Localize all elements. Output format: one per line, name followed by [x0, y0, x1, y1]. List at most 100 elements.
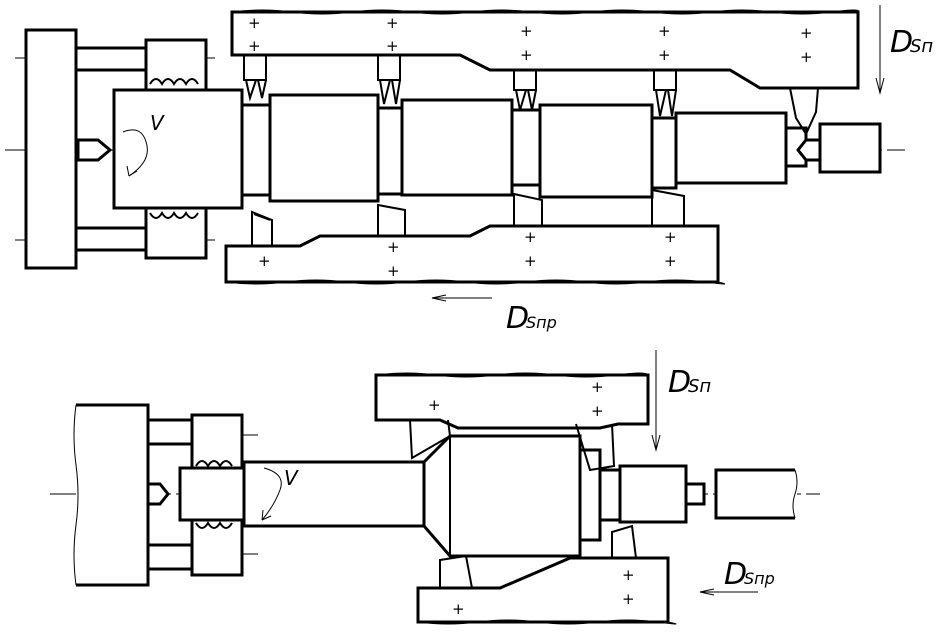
- cutter-mount: [377, 54, 401, 81]
- plus-mark: +: [800, 24, 813, 42]
- cutter-tip: [575, 423, 616, 472]
- top-long-feed: D Sпр: [431, 294, 557, 336]
- plus-mark: +: [248, 14, 261, 32]
- plus-mark: +: [520, 46, 533, 64]
- bottom-lower-rod: [146, 543, 194, 571]
- cutter-tip: [513, 192, 543, 227]
- top-tail-neck: [784, 126, 808, 168]
- plus-mark: +: [658, 46, 671, 64]
- bottom-tail-center: [684, 482, 706, 506]
- plus-mark: +: [387, 238, 400, 256]
- plus-mark: +: [622, 566, 635, 584]
- top-step-3: [538, 103, 654, 199]
- plus-mark: +: [524, 228, 537, 246]
- top-neck-2: [376, 106, 404, 196]
- long-feed-arrowhead: [699, 588, 715, 596]
- long-feed-label: D: [724, 557, 747, 592]
- bottom-end-step: [618, 464, 688, 524]
- top-workpiece-head: [112, 88, 244, 210]
- bottom-lower-spring: [195, 521, 233, 529]
- cutter-tip: [379, 79, 401, 105]
- cutter-mount: [243, 54, 267, 81]
- bottom-rotation-arrow: [261, 467, 282, 521]
- bottom-collet: [178, 466, 246, 522]
- bottom-view: V + + + + + +: [50, 350, 820, 625]
- bottom-upper-break-line: [375, 372, 649, 378]
- bottom-upper-tool-holder: [374, 373, 650, 430]
- top-step-1: [268, 93, 380, 203]
- bottom-tailstock-break: [792, 469, 798, 519]
- top-neck-3: [510, 108, 542, 187]
- bottom-cross-feed: D Sп: [651, 350, 711, 452]
- plus-mark: +: [452, 600, 465, 618]
- bottom-shaft: [242, 460, 426, 528]
- bottom-body-neck: [578, 448, 602, 542]
- plus-mark: +: [664, 252, 677, 270]
- cutter-tip: [655, 89, 677, 117]
- cutter-tip: [251, 210, 273, 247]
- top-neck-1: [240, 103, 272, 197]
- bottom-speed-label: V: [284, 466, 299, 490]
- long-feed-label: D: [506, 301, 529, 336]
- plus-mark: +: [428, 396, 441, 414]
- cutter-tip: [377, 203, 406, 237]
- top-cross-feed: D Sп: [875, 5, 933, 95]
- cutter-mount: [653, 69, 677, 91]
- top-tailstock: [818, 122, 882, 174]
- top-lower-tool-holder: [224, 224, 720, 284]
- cutter-tip: [789, 87, 819, 137]
- plus-mark: +: [591, 402, 604, 420]
- bottom-upper-cutters: [409, 419, 616, 472]
- bottom-headstock: [76, 403, 150, 587]
- top-upper-plus-marks: + + + + + + + + + +: [248, 14, 813, 66]
- cross-feed-label: D: [890, 25, 913, 60]
- bottom-lower-plus-marks: + + +: [452, 566, 635, 618]
- top-upper-tool-holder: [230, 10, 860, 90]
- plus-mark: +: [800, 48, 813, 66]
- bottom-live-center: [146, 482, 170, 506]
- plus-mark: +: [248, 37, 261, 55]
- bottom-long-feed: D Sпр: [699, 557, 775, 596]
- top-step-2: [400, 98, 514, 197]
- plus-mark: +: [258, 252, 271, 270]
- bottom-lower-cutters: [439, 524, 637, 589]
- top-live-center: [76, 138, 113, 162]
- cross-feed-arrowhead: [875, 77, 885, 95]
- cutter-tip: [245, 79, 267, 102]
- top-upper-cutters: [243, 54, 819, 137]
- top-speed-label: V: [150, 111, 165, 135]
- bottom-rotation-arrowhead: [261, 509, 272, 521]
- top-lower-rod: [74, 226, 148, 252]
- cross-feed-subscript: Sп: [910, 36, 933, 57]
- top-lower-break-line: [225, 279, 726, 285]
- top-lower-plus-marks: + + + + + + +: [258, 228, 677, 280]
- cutter-tip: [611, 524, 637, 559]
- plus-mark: +: [591, 378, 604, 396]
- plus-mark: +: [386, 37, 399, 55]
- bottom-main-body: [422, 434, 582, 558]
- plus-mark: +: [387, 262, 400, 280]
- long-feed-arrowhead: [431, 294, 447, 302]
- top-neck-4: [650, 116, 678, 190]
- top-lower-cutters: [251, 188, 685, 247]
- top-view: V + + + + + +: [5, 5, 933, 336]
- cross-feed-subscript: Sп: [688, 376, 711, 397]
- cross-feed-arrowhead: [651, 434, 661, 452]
- plus-mark: +: [622, 590, 635, 608]
- top-upper-spring: [149, 78, 199, 86]
- long-feed-subscript: Sпр: [744, 569, 775, 588]
- plus-mark: +: [386, 14, 399, 32]
- top-rotation-arrow: [122, 129, 148, 177]
- top-lower-spring: [149, 211, 199, 219]
- bottom-tailstock: [714, 468, 795, 520]
- top-upper-break-line: [231, 9, 859, 15]
- top-upper-rod: [74, 46, 148, 72]
- long-feed-subscript: Sпр: [526, 313, 557, 332]
- plus-mark: +: [658, 22, 671, 40]
- bottom-small-step: [598, 468, 622, 522]
- cutter-tip: [439, 554, 473, 589]
- bottom-upper-spring: [195, 460, 233, 468]
- cutter-tip: [515, 89, 537, 111]
